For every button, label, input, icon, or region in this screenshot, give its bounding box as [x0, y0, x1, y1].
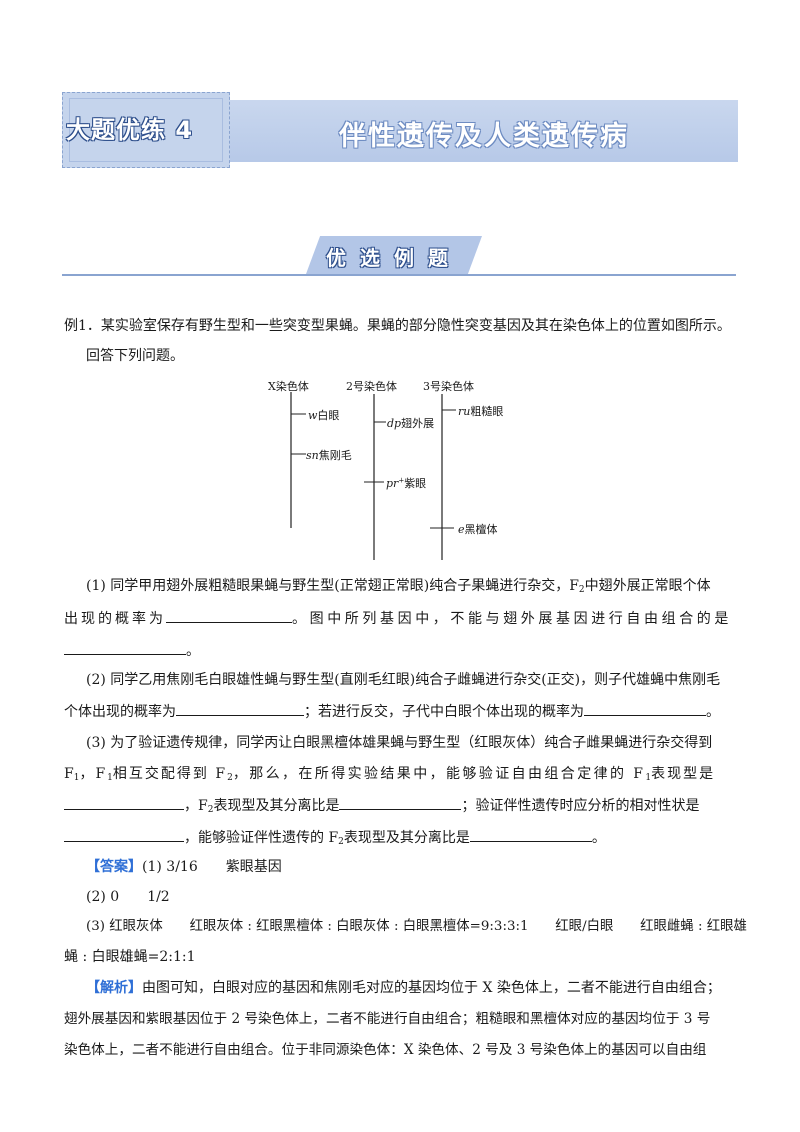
answer-line-1: 【答案】(1) 3/16 紫眼基因 [86, 856, 758, 878]
gene-sn-label: sn焦刚毛 [306, 447, 352, 463]
section-title: 优选例题 [326, 246, 462, 270]
q3-text-b5: 表现型是 [651, 766, 716, 782]
q1-text-b1: 出现的概率为 [64, 611, 166, 627]
banner-right-box: 伴性遗传及人类遗传病 [230, 100, 738, 162]
answer-label: 【答案】 [86, 859, 142, 875]
gene-ru-symbol: ru [458, 405, 471, 418]
q3-text-b4: ，那么，在所得实验结果中，能够验证自由组合定律的 F [232, 766, 646, 782]
analysis-line-2: 翅外展基因和紫眼基因位于 2 号染色体上，二者不能进行自由组合；粗糙眼和黑檀体对… [64, 1011, 711, 1027]
q3-line-3: ，F2表现型及其分离比是 ；验证伴性遗传时应分析的相对性状是 [64, 794, 736, 821]
q3-blank-4[interactable] [469, 826, 592, 842]
gene-w-symbol: w [308, 409, 318, 422]
q3-text-d3: 。 [591, 830, 606, 846]
q1-blank-2[interactable] [64, 639, 186, 655]
q3-line-4: ，能够验证伴性遗传的 F2表现型及其分离比是 。 [64, 826, 736, 853]
chromosome-diagram [290, 392, 456, 560]
gene-w-label: w白眼 [308, 407, 339, 423]
section-divider [62, 274, 736, 276]
q3-text-d1: ，能够验证伴性遗传的 F [184, 830, 339, 846]
answer-text-1: (1) 3/16 紫眼基因 [142, 859, 282, 875]
example-line-1: 例1．某实验室保存有野生型和一些突变型果蝇。果蝇的部分隐性突变基因及其在染色体上… [64, 318, 731, 334]
q3-text-c2: 表现型及其分离比是 [213, 798, 340, 814]
q3-text-b3: 相互交配得到 F [112, 766, 228, 782]
q3-text-b2: ，F [79, 766, 108, 782]
gene-dp-label: dp翅外展 [387, 415, 434, 431]
q2-line-1: (2) 同学乙用焦刚毛白眼雄性蝇与野生型(直刚毛红眼)纯合子雌蝇进行杂交(正交)… [86, 672, 721, 688]
gene-ru-name: 粗糙眼 [470, 405, 504, 418]
q1-line-1: (1) 同学甲用翅外展粗糙眼果蝇与野生型(正常翅正常眼)纯合子果蝇进行杂交，F2… [86, 575, 736, 601]
q3-sub-6: 2 [338, 837, 344, 847]
q1-line-3: 。 [64, 639, 736, 662]
chromosome-2-label: 2号染色体 [346, 380, 397, 393]
q1-text-a2: 中翅外展正常眼个体 [584, 578, 711, 594]
q3-line-2: F1，F1相互交配得到 F2，那么，在所得实验结果中，能够验证自由组合定律的 F… [64, 763, 736, 789]
q3-text-c1: ，F [184, 798, 208, 814]
gene-pr-symbol: pr [386, 477, 399, 490]
q3-blank-1[interactable] [64, 794, 184, 810]
analysis-line-1: 【解析】由图可知，白眼对应的基因和焦刚毛对应的基因均位于 X 染色体上，二者不能… [86, 977, 758, 999]
q2-text-b3: 。 [706, 704, 720, 720]
gene-e-symbol: e [458, 523, 465, 536]
q3-blank-2[interactable] [339, 794, 462, 810]
analysis-text-1: 由图可知，白眼对应的基因和焦刚毛对应的基因均位于 X 染色体上，二者不能进行自由… [142, 980, 721, 996]
gene-sn-name: 焦刚毛 [318, 449, 352, 462]
gene-ru-label: ru粗糙眼 [458, 403, 503, 419]
q3-text-c3: ；验证伴性遗传时应分析的相对性状是 [461, 798, 700, 814]
answer-line-3: (3) 红眼灰体 红眼灰体 : 红眼黑檀体 : 白眼灰体 : 白眼黑檀体=9:3… [86, 919, 747, 934]
gene-pr-name: 紫眼 [404, 477, 427, 490]
gene-e-name: 黑檀体 [464, 523, 498, 536]
q1-sub: 2 [578, 585, 585, 595]
banner-left-title: 大题优练 4 [66, 116, 194, 144]
q1-text-c: 。 [186, 643, 200, 659]
gene-sn-symbol: sn [306, 449, 319, 462]
page-title: 伴性遗传及人类遗传病 [339, 121, 629, 152]
section-heading-box [306, 236, 482, 274]
gene-w-name: 白眼 [317, 409, 340, 422]
q3-blank-3[interactable] [64, 826, 184, 842]
banner-left-box [62, 92, 230, 168]
section-heading: 优选例题 [62, 228, 736, 284]
q3-line-1: (3) 为了验证遗传规律，同学丙让白眼黑檀体雄果蝇与野生型（红眼灰体）纯合子雌果… [86, 735, 713, 751]
gene-pr-label: pr+紫眼 [386, 475, 426, 491]
q2-blank-1[interactable] [176, 700, 304, 716]
analysis-label: 【解析】 [86, 980, 142, 996]
gene-pr-superscript: + [398, 476, 405, 485]
example-line-2: 回答下列问题。 [86, 348, 184, 364]
q3-sub-1: 1 [73, 773, 80, 783]
chromosome-3-label: 3号染色体 [423, 380, 474, 393]
q2-line-2: 个体出现的概率为 ；若进行反交，子代中白眼个体出现的概率为 。 [64, 700, 736, 723]
q3-sub-2: 1 [107, 773, 113, 783]
answer-line-4: 蝇 : 白眼雄蝇=2:1:1 [64, 949, 196, 965]
gene-dp-name: 翅外展 [401, 417, 435, 430]
q3-sub-4: 1 [645, 773, 652, 783]
q3-sub-3: 2 [227, 773, 233, 783]
gene-dp-symbol: dp [387, 417, 402, 430]
q2-text-b2: ；若进行反交，子代中白眼个体出现的概率为 [304, 704, 584, 720]
title-banner: 大题优练 4 伴性遗传及人类遗传病 [62, 92, 738, 170]
q2-text-b1: 个体出现的概率为 [64, 704, 176, 720]
q1-text-a: (1) 同学甲用翅外展粗糙眼果蝇与野生型(正常翅正常眼)纯合子果蝇进行杂交，F [86, 578, 579, 594]
q1-line-2: 出现的概率为 。图中所列基因中，不能与翅外展基因进行自由组合的是 [64, 607, 736, 630]
q2-blank-2[interactable] [584, 700, 706, 716]
banner-left-frame [69, 98, 223, 162]
answer-line-2: (2) 0 1/2 [86, 889, 170, 905]
q3-text-b1: F [64, 766, 74, 782]
q1-text-b2: 。图中所列基因中，不能与翅外展基因进行自由组合的是 [292, 611, 732, 627]
q3-text-d2: 表现型及其分离比是 [343, 830, 470, 846]
q3-sub-5: 2 [207, 805, 214, 815]
x-chromosome-label: X染色体 [268, 380, 309, 393]
analysis-line-3: 染色体上，二者不能进行自由组合。位于非同源染色体：X 染色体、2 号及 3 号染… [64, 1042, 707, 1058]
gene-e-label: e黑檀体 [458, 521, 498, 537]
q1-blank-1[interactable] [166, 607, 292, 623]
